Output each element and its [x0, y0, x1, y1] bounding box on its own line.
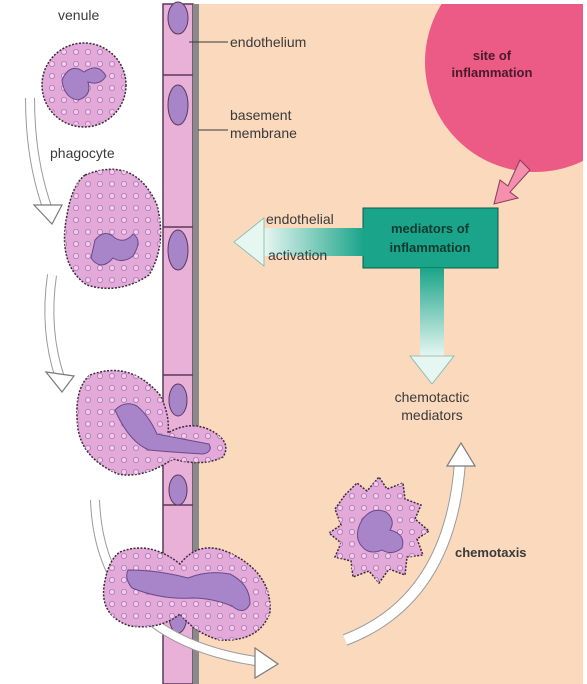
label-endothelium: endothelium: [230, 34, 306, 50]
label-mediators-1: mediators of: [391, 221, 470, 236]
label-basement-1: basement: [230, 107, 292, 123]
label-chemotactic-2: mediators: [401, 407, 462, 423]
mediators-box: [363, 208, 498, 268]
label-basement-2: membrane: [230, 125, 297, 141]
label-chemotaxis: chemotaxis: [455, 545, 527, 560]
label-venule: venule: [58, 7, 99, 23]
phagocyte-in-venule: [42, 43, 126, 127]
label-endothelial-1: endothelial: [266, 211, 334, 227]
label-site-1: site of: [473, 48, 512, 63]
phagocyte-rolling: [65, 169, 161, 288]
label-phagocyte: phagocyte: [50, 145, 115, 161]
label-chemotactic-1: chemotactic: [395, 389, 470, 405]
label-endothelial-2: activation: [268, 247, 327, 263]
label-mediators-2: inflammation: [390, 240, 471, 255]
label-site-2: inflammation: [452, 65, 533, 80]
